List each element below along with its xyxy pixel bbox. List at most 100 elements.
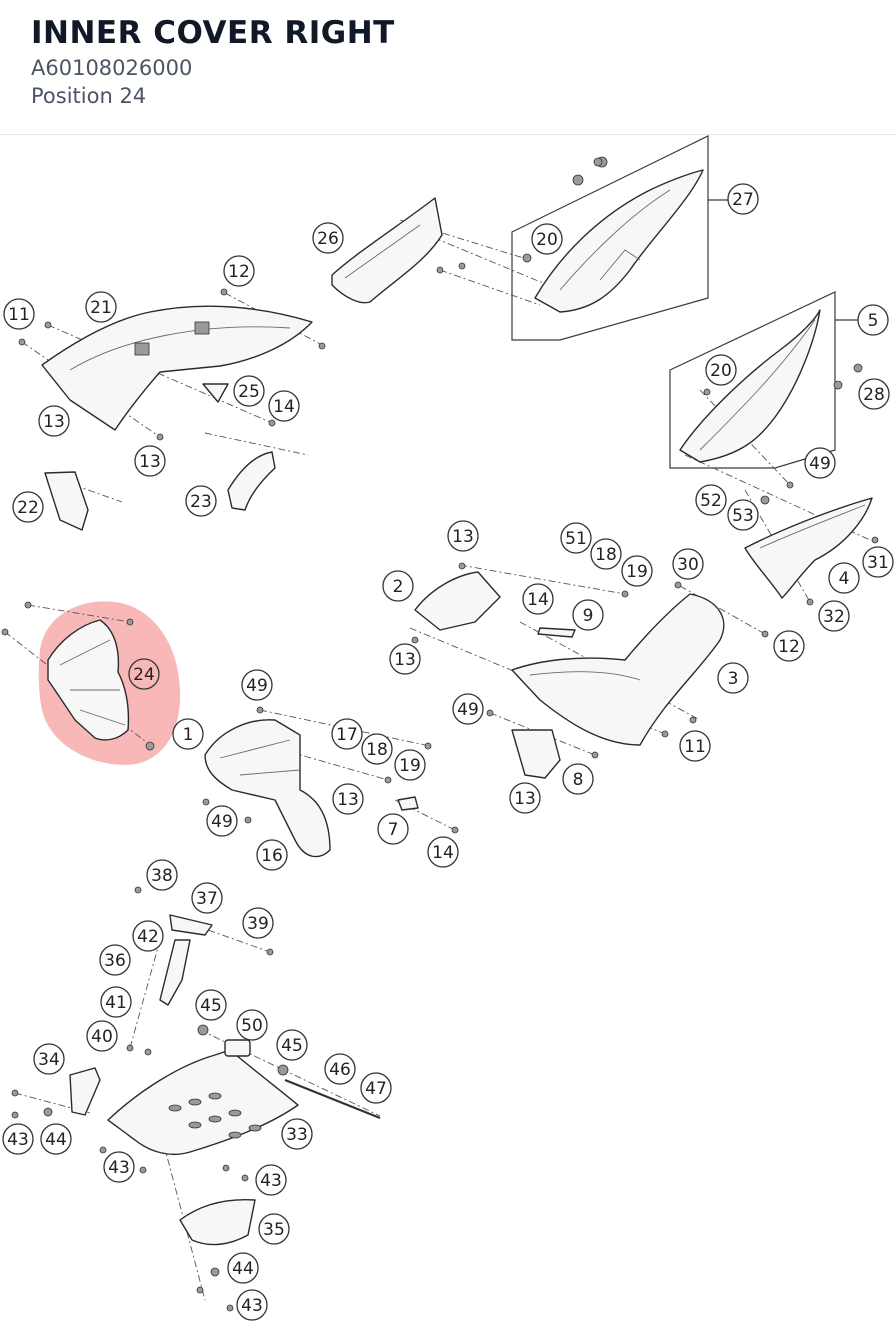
callout-26[interactable]: 26 — [312, 222, 344, 254]
callout-18[interactable]: 18 — [361, 733, 393, 765]
part-25 — [202, 383, 229, 403]
callout-circle — [679, 730, 711, 762]
callout-19[interactable]: 19 — [621, 555, 653, 587]
callout-7[interactable]: 7 — [377, 813, 409, 845]
callout-4[interactable]: 4 — [828, 562, 860, 594]
callout-25[interactable]: 25 — [233, 375, 265, 407]
callout-number: 45 — [281, 1036, 303, 1056]
part-21-cover — [41, 305, 313, 431]
callout-38[interactable]: 38 — [146, 859, 178, 891]
callout-number: 49 — [246, 676, 268, 696]
callout-number: 34 — [38, 1050, 60, 1070]
callout-42[interactable]: 42 — [132, 920, 164, 952]
callout-13[interactable]: 13 — [509, 782, 541, 814]
callout-11[interactable]: 11 — [679, 730, 711, 762]
callout-14[interactable]: 14 — [268, 390, 300, 422]
callout-12[interactable]: 12 — [223, 255, 255, 287]
callout-45[interactable]: 45 — [195, 989, 227, 1021]
callout-16[interactable]: 16 — [256, 839, 288, 871]
callout-13[interactable]: 13 — [332, 783, 364, 815]
callout-5[interactable]: 5 — [857, 304, 889, 336]
callout-17[interactable]: 17 — [331, 718, 363, 750]
callout-circle — [241, 669, 273, 701]
callout-24[interactable]: 24 — [128, 658, 160, 690]
callout-13[interactable]: 13 — [134, 445, 166, 477]
callout-13[interactable]: 13 — [389, 643, 421, 675]
callout-circle — [195, 989, 227, 1021]
callout-37[interactable]: 37 — [191, 882, 223, 914]
callout-18[interactable]: 18 — [590, 538, 622, 570]
callout-41[interactable]: 41 — [100, 986, 132, 1018]
callout-circle — [427, 836, 459, 868]
part-2-bracket — [414, 571, 501, 631]
callout-circle — [2, 1123, 34, 1155]
callout-27[interactable]: 27 — [727, 183, 759, 215]
callout-number: 20 — [710, 361, 732, 381]
callout-31[interactable]: 31 — [862, 546, 894, 578]
callout-21[interactable]: 21 — [85, 291, 117, 323]
callout-46[interactable]: 46 — [324, 1053, 356, 1085]
callout-number: 18 — [595, 545, 617, 565]
callout-43[interactable]: 43 — [103, 1151, 135, 1183]
callout-circle — [818, 600, 850, 632]
callout-49[interactable]: 49 — [241, 669, 273, 701]
callout-49[interactable]: 49 — [804, 447, 836, 479]
callout-14[interactable]: 14 — [522, 583, 554, 615]
callout-1[interactable]: 1 — [172, 718, 204, 750]
part-number: A60108026000 — [31, 56, 193, 80]
callout-number: 31 — [867, 553, 889, 573]
part-50 — [224, 1039, 251, 1057]
callout-47[interactable]: 47 — [360, 1072, 392, 1104]
callout-number: 28 — [863, 385, 885, 405]
callout-52[interactable]: 52 — [695, 484, 727, 516]
callout-50[interactable]: 50 — [236, 1009, 268, 1041]
callout-circle — [256, 839, 288, 871]
callout-53[interactable]: 53 — [727, 499, 759, 531]
callout-circle — [312, 222, 344, 254]
callout-circle — [324, 1053, 356, 1085]
callout-number: 39 — [247, 914, 269, 934]
callout-circle — [103, 1151, 135, 1183]
callout-circle — [804, 447, 836, 479]
callout-33[interactable]: 33 — [281, 1118, 313, 1150]
callout-30[interactable]: 30 — [672, 548, 704, 580]
callout-20[interactable]: 20 — [705, 354, 737, 386]
callout-circle — [38, 405, 70, 437]
callout-13[interactable]: 13 — [38, 405, 70, 437]
callout-51[interactable]: 51 — [560, 522, 592, 554]
callout-14[interactable]: 14 — [427, 836, 459, 868]
callout-43[interactable]: 43 — [2, 1123, 34, 1155]
callout-43[interactable]: 43 — [255, 1164, 287, 1196]
callout-36[interactable]: 36 — [99, 944, 131, 976]
callout-43[interactable]: 43 — [236, 1289, 268, 1321]
callout-12[interactable]: 12 — [773, 630, 805, 662]
callout-44[interactable]: 44 — [227, 1252, 259, 1284]
callout-23[interactable]: 23 — [185, 485, 217, 517]
callout-circle — [394, 749, 426, 781]
callout-44[interactable]: 44 — [40, 1123, 72, 1155]
callout-2[interactable]: 2 — [382, 570, 414, 602]
callout-22[interactable]: 22 — [12, 491, 44, 523]
part-27-side-panel — [534, 156, 704, 313]
callout-9[interactable]: 9 — [572, 599, 604, 631]
callout-8[interactable]: 8 — [562, 763, 594, 795]
callout-49[interactable]: 49 — [206, 805, 238, 837]
callout-28[interactable]: 28 — [858, 378, 890, 410]
callout-number: 40 — [91, 1027, 113, 1047]
callout-39[interactable]: 39 — [242, 907, 274, 939]
callout-circle — [99, 944, 131, 976]
part-37-bracket — [159, 914, 213, 1006]
callout-13[interactable]: 13 — [447, 520, 479, 552]
callout-45[interactable]: 45 — [276, 1029, 308, 1061]
callout-3[interactable]: 3 — [717, 662, 749, 694]
callout-11[interactable]: 11 — [3, 298, 35, 330]
exploded-parts-diagram: 2726201211215202825141313492223525313511… — [1, 135, 894, 1321]
callout-35[interactable]: 35 — [258, 1213, 290, 1245]
callout-49[interactable]: 49 — [452, 693, 484, 725]
callout-34[interactable]: 34 — [33, 1043, 65, 1075]
callout-number: 51 — [565, 529, 587, 549]
callout-20[interactable]: 20 — [531, 223, 563, 255]
callout-40[interactable]: 40 — [86, 1020, 118, 1052]
callout-19[interactable]: 19 — [394, 749, 426, 781]
callout-32[interactable]: 32 — [818, 600, 850, 632]
